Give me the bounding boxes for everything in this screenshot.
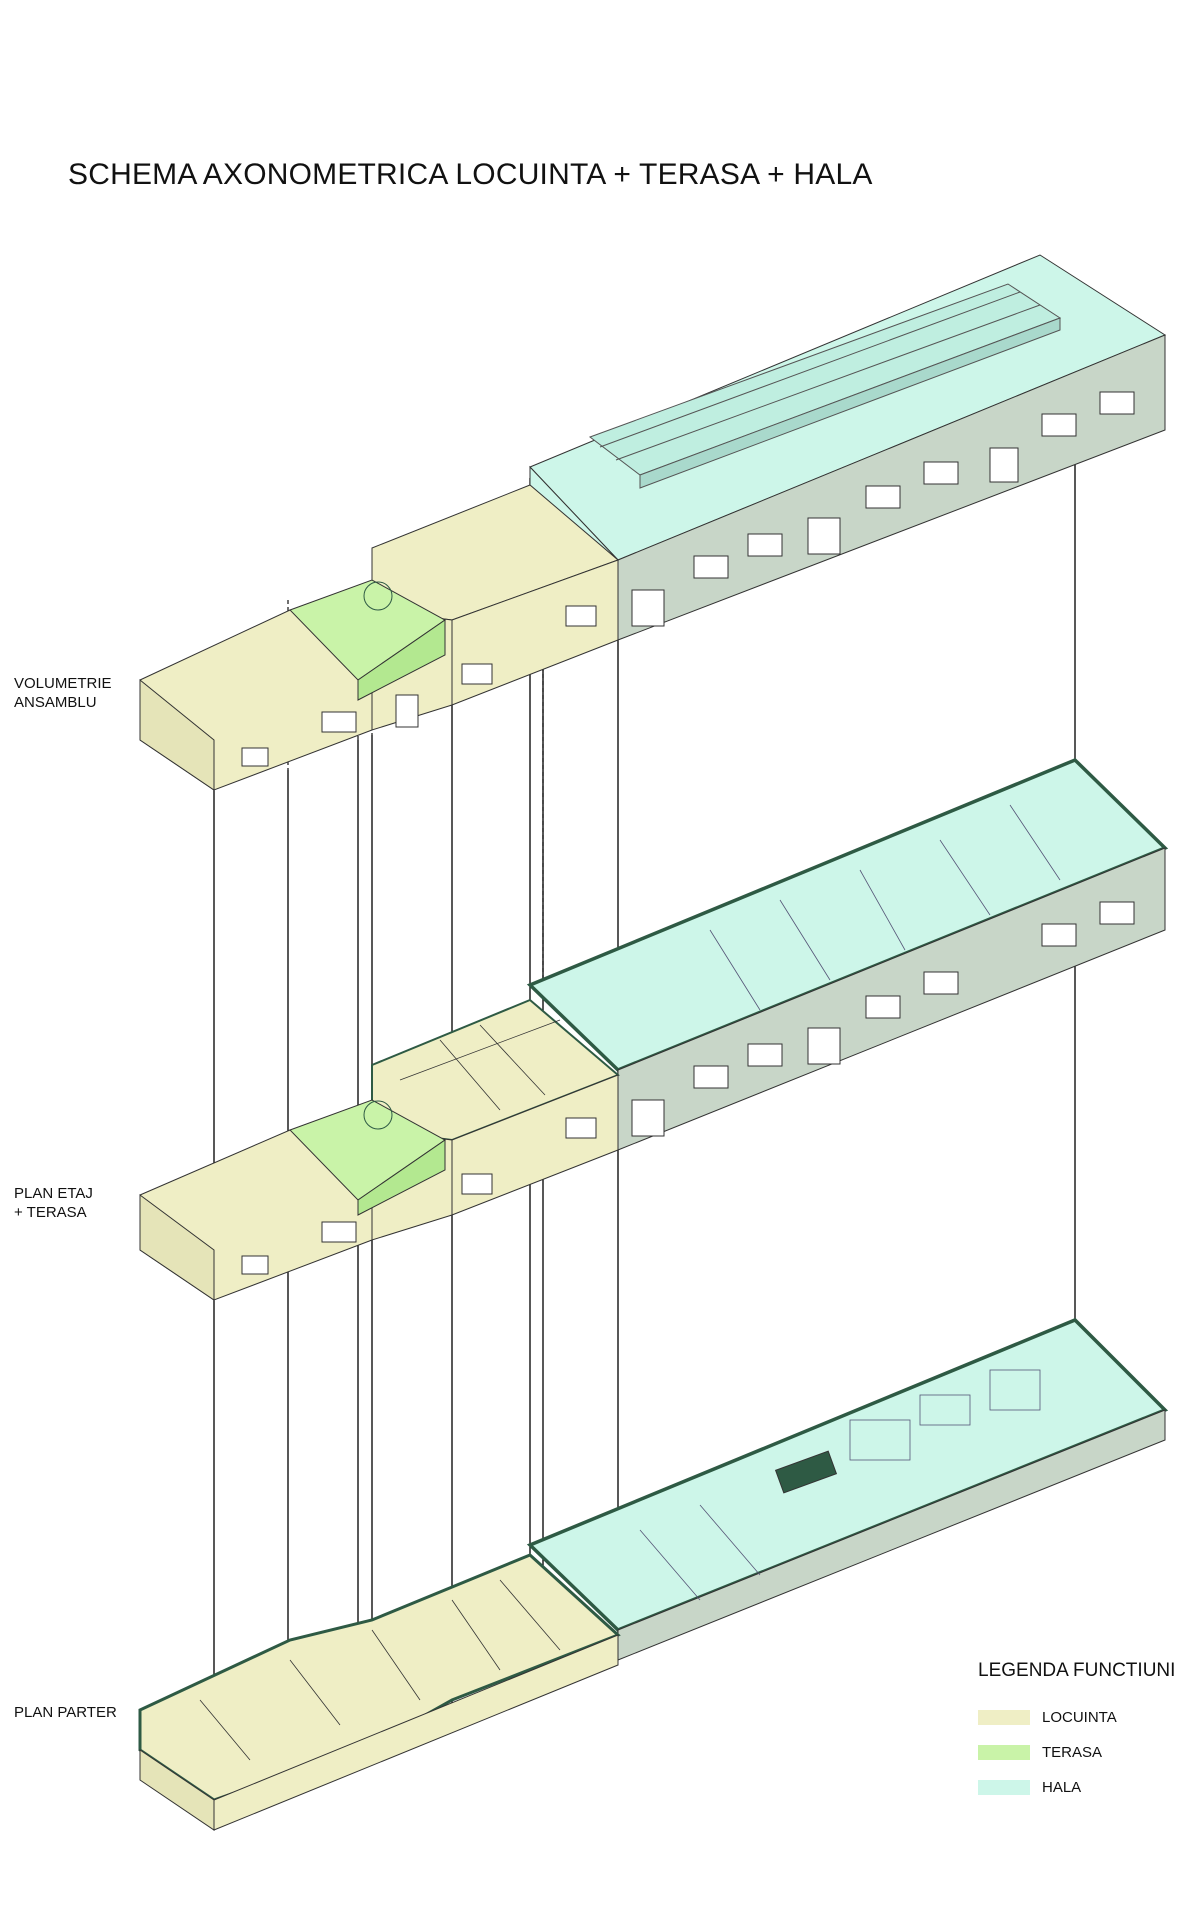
hala-parter-fixtures [639, 1369, 1041, 1601]
legend-label: TERASA [1042, 1744, 1103, 1761]
terasa-volume [289, 579, 446, 701]
locuinta-etaj-windows [241, 1117, 597, 1275]
level-label-line: ANSAMBLU [14, 694, 97, 711]
hala-etaj-partitions [709, 804, 1061, 1011]
legend-swatch [978, 1780, 1030, 1795]
legend-item-locuinta: LOCUINTA [978, 1700, 1175, 1735]
hala-volume [529, 254, 1167, 642]
level-label-line: PLAN PARTER [14, 1704, 117, 1721]
hala-etaj-windows [631, 901, 1135, 1137]
legend: LEGENDA FUNCTIUNI LOCUINTA TERASA HALA [978, 1660, 1175, 1805]
level-label-line: VOLUMETRIE [14, 675, 112, 692]
volume-ensemble [139, 254, 1167, 791]
level-label-line: PLAN ETAJ [14, 1185, 93, 1202]
page-title: SCHEMA AXONOMETRICA LOCUINTA + TERASA + … [68, 158, 873, 191]
terasa-etaj [289, 1099, 446, 1216]
legend-label: LOCUINTA [1042, 1709, 1117, 1726]
level-label-line: + TERASA [14, 1204, 87, 1221]
locuinta-parter-rooms [199, 1579, 561, 1761]
level-label-volumetrie: VOLUMETRIE ANSAMBLU [14, 674, 112, 712]
hala-etaj [526, 757, 1169, 1151]
level-label-parter: PLAN PARTER [14, 1703, 117, 1722]
hala-equipment [774, 1450, 838, 1494]
legend-label: HALA [1042, 1779, 1082, 1796]
locuinta-parter [138, 1553, 621, 1831]
legend-swatch [978, 1710, 1030, 1725]
legend-title: LEGENDA FUNCTIUNI [978, 1660, 1176, 1681]
hala-parter [526, 1317, 1169, 1661]
hala-windows [631, 391, 1135, 627]
floor-plan-parter [138, 1317, 1169, 1831]
locuinta-etaj-rooms [399, 1019, 561, 1111]
level-label-etaj: PLAN ETAJ + TERASA [14, 1184, 93, 1222]
floor-plan-etaj [139, 757, 1169, 1301]
legend-item-hala: HALA [978, 1770, 1175, 1805]
locuinta-windows [241, 605, 597, 767]
legend-item-terasa: TERASA [978, 1735, 1175, 1770]
legend-swatch [978, 1745, 1030, 1760]
